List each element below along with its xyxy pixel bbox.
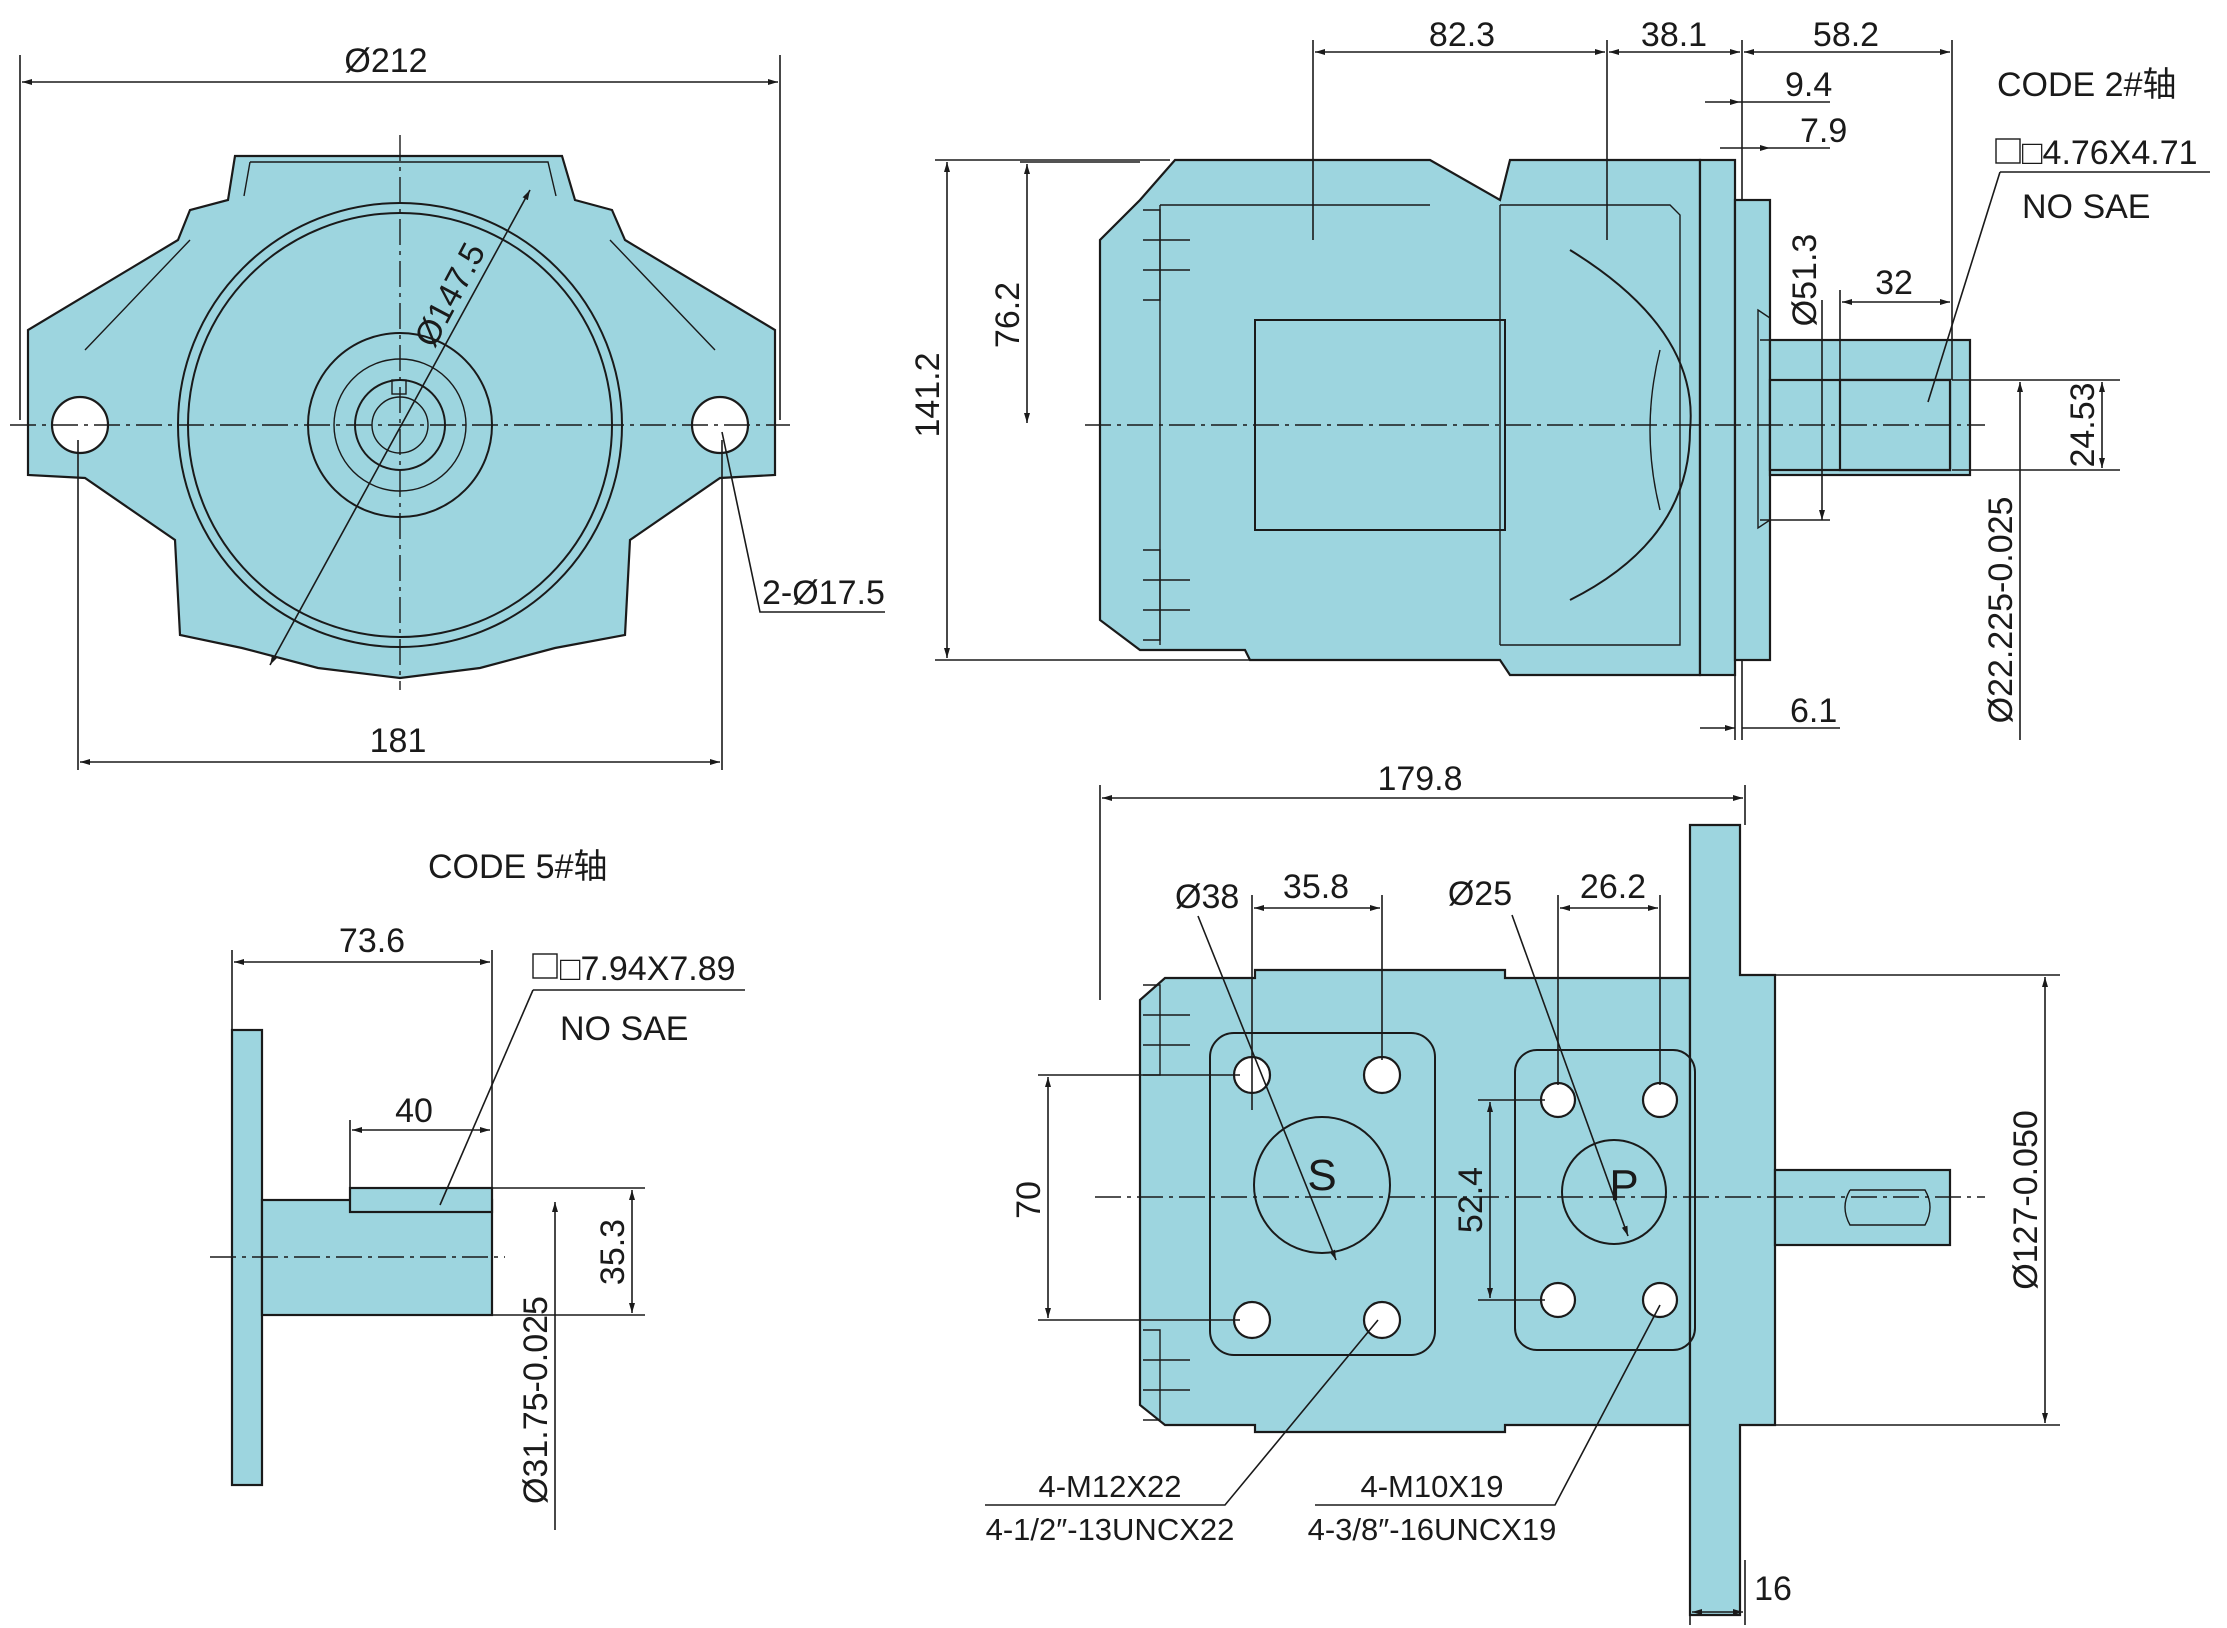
dim-127-label: Ø127-0.050 (2007, 1110, 2045, 1290)
suction-thread-leader (985, 1319, 1379, 1506)
shaft5-key (348, 1186, 494, 1214)
key5-note-label: NO SAE (560, 1010, 688, 1048)
suction-port-circle (1253, 1116, 1391, 1254)
pressure-bolt-hole (1539, 1081, 1577, 1119)
pressure-thread-label-1: 4-M10X19 (1360, 1469, 1503, 1504)
dim-82-label: 82.3 (1429, 16, 1495, 54)
dim-38-label: Ø38 (1175, 878, 1239, 916)
dim-6-1-label: 6.1 (1790, 692, 1837, 730)
front-view: Ø212 Ø147.5 181 2-Ø17.5 (10, 42, 885, 770)
front-flange-inner-edge (84, 161, 716, 351)
key5-size-label: □7.94X7.89 (560, 950, 736, 988)
code2-label: CODE 2#轴 (1997, 66, 2177, 104)
dim-9-4-label: 9.4 (1785, 66, 1832, 104)
dim-179-label: 179.8 (1377, 760, 1462, 798)
suction-thread-label-2: 4-1/2″-13UNCX22 (986, 1512, 1235, 1547)
dim-40-label: 40 (395, 1092, 433, 1130)
code5-label: CODE 5#轴 (428, 848, 608, 886)
dim-line-38 (1197, 915, 1337, 1261)
dim-52-label: 52.4 (1452, 1167, 1490, 1233)
dim-35-label: 35.3 (594, 1219, 632, 1285)
dim-22-label: Ø22.225-0.025 (1982, 497, 2020, 724)
key-size-label: □4.76X4.71 (2022, 134, 2198, 172)
side-cover-curve-inner (1649, 349, 1661, 511)
pressure-bolt-hole (1641, 1081, 1679, 1119)
dim-70-label: 70 (1010, 1181, 1048, 1219)
side-view: 82.3 38.1 58.2 9.4 7.9 Ø51.3 32 24.53 Ø2… (909, 16, 2210, 740)
square-symbol (532, 953, 558, 979)
side-boss-top (1143, 209, 1190, 301)
dim-31-label: Ø31.75-0.025 (517, 1296, 555, 1504)
top-view: S P 179.8 35.8 Ø38 26.2 Ø25 70 (985, 760, 2060, 1625)
suction-bolt-hole (1362, 1300, 1402, 1340)
front-flange-outline (26, 154, 777, 680)
leader-mount-holes (721, 431, 885, 613)
dim-24-label: 24.53 (2064, 382, 2102, 467)
top-shaft (1773, 1168, 1952, 1247)
pressure-thread-label-2: 4-3/8″-16UNCX19 (1308, 1512, 1557, 1547)
dim-51-label: Ø51.3 (1786, 234, 1824, 327)
dim-25-label: Ø25 (1448, 875, 1512, 913)
dim-58-label: 58.2 (1813, 16, 1879, 54)
key-note-label: NO SAE (2022, 188, 2150, 226)
side-boss-bottom (1143, 549, 1190, 641)
suction-port-pad (1209, 1032, 1436, 1356)
pressure-port-circle (1561, 1139, 1667, 1245)
side-flange-step (1698, 158, 1737, 677)
square-symbol (1995, 138, 2021, 164)
top-boss-lines (1143, 984, 1190, 1421)
pressure-port-pad (1514, 1049, 1696, 1351)
suction-bolt-hole (1362, 1055, 1402, 1095)
dim-line-25 (1511, 914, 1629, 1237)
dim-181-label: 181 (370, 722, 427, 760)
dim-16-label: 16 (1754, 1570, 1792, 1608)
dim-73-label: 73.6 (339, 922, 405, 960)
dim-212-label: Ø212 (344, 42, 427, 80)
side-flange (1733, 198, 1772, 662)
pressure-bolt-hole (1641, 1281, 1679, 1319)
top-body-outline (1138, 968, 1692, 1434)
top-flange (1688, 823, 1777, 1617)
side-body-outline (1098, 158, 1702, 677)
shaft5-view: CODE 5#轴 73.6 40 □7.94X7.89 NO SAE 35.3 … (210, 848, 745, 1530)
pressure-thread-leader (1315, 1304, 1661, 1506)
dim-38-label: 38.1 (1641, 16, 1707, 54)
dim-76-label: 76.2 (989, 282, 1027, 348)
suction-port-label: S (1307, 1151, 1336, 1200)
dim-7-9-label: 7.9 (1800, 112, 1847, 150)
suction-thread-label-1: 4-M12X22 (1038, 1469, 1181, 1504)
dim-141-label: 141.2 (909, 352, 947, 437)
dim-26-label: 26.2 (1580, 868, 1646, 906)
key-leader (1927, 171, 2001, 403)
side-cover-curve (1569, 249, 1692, 601)
dim-35-8-label: 35.8 (1283, 868, 1349, 906)
pressure-port-label: P (1609, 1161, 1638, 1210)
key5-leader (439, 989, 534, 1206)
dim-line-147 (269, 189, 531, 666)
dim-32-label: 32 (1875, 264, 1913, 302)
pressure-bolt-hole (1539, 1281, 1577, 1319)
dim-mount-holes-label: 2-Ø17.5 (762, 574, 885, 612)
